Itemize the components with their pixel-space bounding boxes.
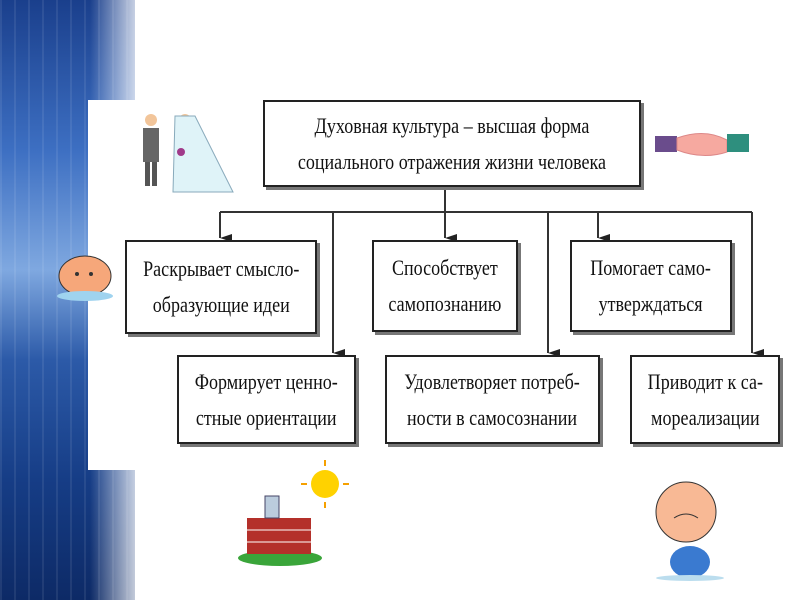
box-text: стные ориентации (196, 404, 337, 430)
box-text: Помогает само- (590, 255, 712, 280)
box-text: самопознанию (388, 291, 502, 316)
box-text: Удовлетворяет потреб- (404, 368, 581, 394)
box-text: образующие идеи (152, 292, 290, 317)
box-text: ности в самосознании (407, 404, 578, 430)
child-box-4: Формирует ценно-стные ориентации (177, 355, 356, 444)
child-box-3: Помогает само-утверждаться (570, 240, 732, 332)
box-text: Раскрывает смысло- (142, 256, 300, 281)
child-box-6: Приводит к са-мореализации (630, 355, 780, 444)
handshake-icon (655, 133, 749, 156)
root-line1: Духовная культура – высшая форма (314, 112, 590, 138)
box-text: Способствует (392, 255, 498, 280)
box-text: Формирует ценно- (194, 368, 339, 394)
well-and-sun-icon (238, 460, 349, 566)
child-box-2: Способствует самопознанию (372, 240, 518, 332)
root-line2: социального отражения жизни человека (297, 148, 607, 174)
root-box: Духовная культура – высшая форма социальн… (263, 100, 641, 187)
box-text: Приводит к са- (647, 368, 763, 394)
child-box-5: Удовлетворяет потреб-ности в самосознани… (385, 355, 600, 444)
baby-icon (57, 255, 113, 301)
crying-child-icon (655, 481, 724, 581)
child-box-1: Раскрывает смысло-образующие идеи (125, 240, 317, 334)
wedding-couple-icon (143, 114, 234, 193)
box-text: мореализации (650, 404, 760, 430)
box-text: утверждаться (599, 291, 703, 316)
